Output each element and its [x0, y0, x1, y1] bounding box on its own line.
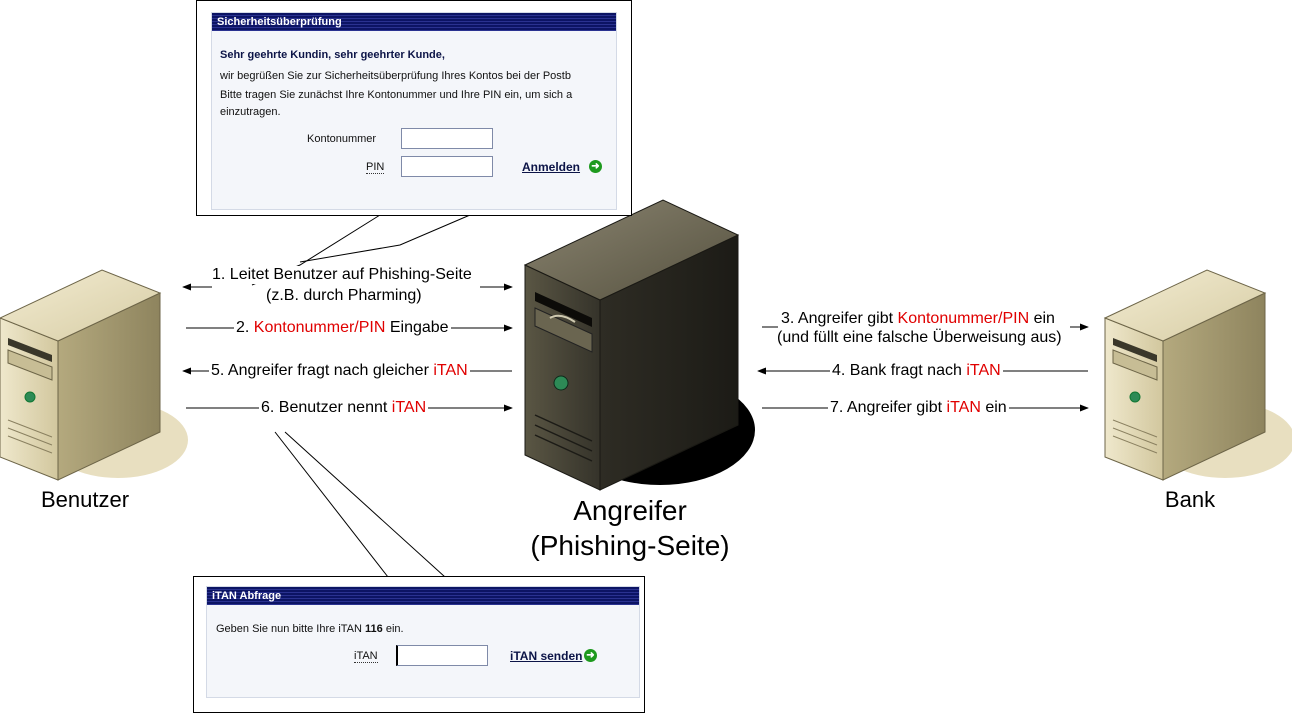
step-7-label: 7. Angreifer gibt iTAN ein	[828, 399, 1009, 417]
pin-input[interactable]	[401, 156, 493, 177]
login-submit-arrow-icon[interactable]: ➜	[589, 160, 602, 173]
user-label: Benutzer	[40, 487, 130, 512]
itan-submit-link[interactable]: iTAN senden	[510, 649, 583, 663]
step-1-line2: (z.B. durch Pharming)	[266, 287, 422, 304]
account-number-label: Kontonummer	[307, 133, 377, 145]
login-submit-link[interactable]: Anmelden	[522, 160, 581, 174]
itan-submit-arrow-icon[interactable]: ➜	[584, 649, 597, 662]
itan-callout-pointer	[274, 431, 446, 578]
step-6-label: 6. Benutzer nennt iTAN	[259, 399, 429, 417]
step-3-line1: 3. Angreifer gibt Kontonummer/PIN ein	[779, 310, 1057, 328]
login-intro-line1: wir begrüßen Sie zur Sicherheitsüberprüf…	[220, 70, 571, 82]
itan-form-title: iTAN Abfrage	[207, 587, 639, 605]
attacker-server	[523, 199, 755, 491]
step-3-line2: (und füllt eine falsche Überweisung aus)	[777, 329, 1062, 346]
pin-label: PIN	[366, 161, 385, 174]
itan-prompt: Geben Sie nun bitte Ihre iTAN 116 ein.	[216, 623, 404, 635]
step-1-line1: 1. Leitet Benutzer auf Phishing-Seite	[210, 266, 474, 284]
step-5-label: 5. Angreifer fragt nach gleicher iTAN	[209, 362, 470, 380]
attacker-label-line2: (Phishing-Seite)	[530, 530, 730, 561]
itan-callout: iTAN Abfrage Geben Sie nun bitte Ihre iT…	[193, 576, 645, 713]
itan-field-label: iTAN	[354, 650, 378, 663]
itan-form-panel: iTAN Abfrage Geben Sie nun bitte Ihre iT…	[206, 586, 640, 698]
account-number-input[interactable]	[401, 128, 493, 149]
user-server	[0, 269, 188, 481]
login-intro-line3: einzutragen.	[220, 106, 281, 118]
step-2-label: 2. Kontonummer/PIN Eingabe	[234, 319, 451, 337]
attacker-label-line1: Angreifer	[573, 495, 687, 526]
login-callout: Sicherheitsüberprüfung Sehr geehrte Kund…	[196, 0, 632, 216]
login-greeting: Sehr geehrte Kundin, sehr geehrter Kunde…	[220, 49, 445, 61]
step-4-label: 4. Bank fragt nach iTAN	[830, 362, 1003, 380]
login-intro-line2: Bitte tragen Sie zunächst Ihre Kontonumm…	[220, 89, 573, 101]
login-form-panel: Sicherheitsüberprüfung Sehr geehrte Kund…	[211, 12, 617, 210]
login-form-title: Sicherheitsüberprüfung	[212, 13, 616, 31]
itan-input[interactable]	[396, 645, 488, 666]
bank-label: Bank	[1164, 487, 1216, 512]
bank-server	[1103, 269, 1292, 481]
